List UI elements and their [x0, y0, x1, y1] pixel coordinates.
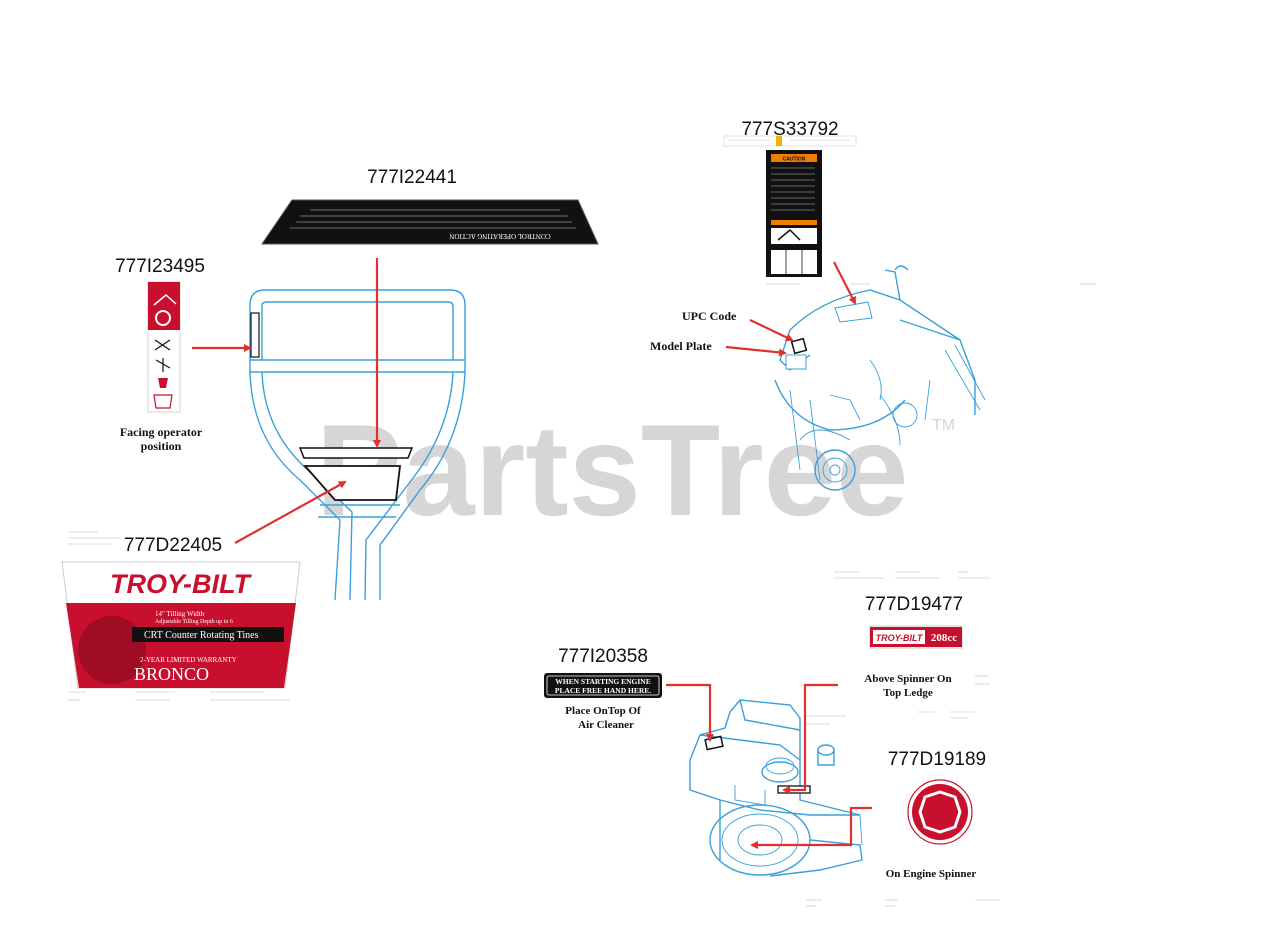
note-model-plate: Model Plate — [650, 339, 712, 353]
note-above-spinner-2: Top Ledge — [883, 687, 933, 699]
troy-bilt-logo: TROY-BILT — [110, 569, 252, 599]
decal-warranty: 2-YEAR LIMITED WARRANTY — [140, 656, 237, 664]
note-above-spinner-1: Above Spinner On — [864, 673, 951, 685]
spinner-decal-777D19189[interactable] — [907, 779, 973, 845]
arrow-777D22405 — [234, 481, 347, 544]
arrow-777S33792 — [833, 261, 856, 305]
safety-decal-caution: CAUTION — [783, 157, 806, 163]
decal-tilling-width: 14" Tilling Width — [155, 610, 205, 618]
decal-bronco: BRONCO — [134, 664, 209, 684]
control-decal-title: CONTROL OPERATING ACTION — [449, 232, 550, 240]
arrow-777D19477 — [782, 683, 838, 794]
vertical-decal-777I23495[interactable] — [147, 281, 181, 413]
upc-placeholder — [790, 337, 808, 355]
tiller-decal-placeholder — [834, 301, 873, 323]
fine-print-engine-top — [834, 571, 990, 579]
fine-print-engine-mid — [806, 675, 990, 725]
note-place-on-top-2: Air Cleaner — [578, 719, 634, 731]
side-decal-placeholder — [250, 312, 260, 358]
engine-badge-brand: TROY-BILT — [876, 633, 924, 643]
engine-badge-decal-777D19477[interactable]: TROY-BILT 208cc — [869, 625, 963, 649]
arrow-model-plate — [725, 345, 787, 357]
fine-print-777S33792 — [723, 135, 1096, 285]
arrow-777I20358 — [666, 683, 714, 742]
part-label-777D19189: 777D19189 — [888, 749, 986, 770]
note-on-engine-spinner: On Engine Spinner — [886, 868, 977, 880]
engine-start-line-1: WHEN STARTING ENGINE — [555, 677, 650, 686]
decal-tilling-depth: Adjustable Tilling Depth up to 6 — [155, 619, 233, 625]
note-place-on-top-1: Place OnTop Of — [565, 705, 641, 717]
arrow-777D19189 — [750, 806, 872, 849]
fine-print-engine-bottom — [806, 899, 1000, 907]
air-cleaner-decal-placeholder — [704, 735, 724, 751]
part-label-777I22441: 777I22441 — [367, 167, 457, 188]
troy-bilt-panel-decal-777D22405[interactable]: TROY-BILT 14" Tilling Width Adjustable T… — [61, 561, 301, 689]
engine-badge-cc: 208cc — [931, 632, 957, 644]
watermark: PartsTree — [316, 397, 909, 543]
engine-start-line-2: PLACE FREE HAND HERE. — [555, 686, 651, 695]
arrow-upc-code — [749, 319, 794, 342]
model-plate-placeholder — [785, 354, 807, 370]
panel-decal-placeholder-upper — [298, 447, 414, 459]
safety-decal-777S33792[interactable]: CAUTION — [766, 150, 822, 277]
watermark-tm: TM — [932, 417, 955, 434]
engine-start-decal-777I20358[interactable]: WHEN STARTING ENGINE PLACE FREE HAND HER… — [544, 673, 662, 698]
note-facing-operator-1: Facing operator — [120, 425, 203, 439]
note-facing-operator-2: position — [141, 439, 182, 453]
part-label-777I20358: 777I20358 — [558, 646, 648, 667]
part-label-777S33792: 777S33792 — [741, 119, 838, 140]
note-upc-code: UPC Code — [682, 309, 737, 323]
part-label-777D19477: 777D19477 — [865, 594, 963, 615]
tiller-drawing — [774, 265, 986, 491]
part-label-777D22405: 777D22405 — [124, 535, 222, 556]
control-decal-fine-text — [290, 209, 576, 229]
fine-print-777D22405 — [68, 531, 290, 701]
part-label-777I23495: 777I23495 — [115, 256, 205, 277]
engine-drawing — [689, 699, 863, 877]
decal-crt: CRT Counter Rotating Tines — [144, 630, 259, 641]
handle-frame-drawing — [249, 289, 466, 601]
